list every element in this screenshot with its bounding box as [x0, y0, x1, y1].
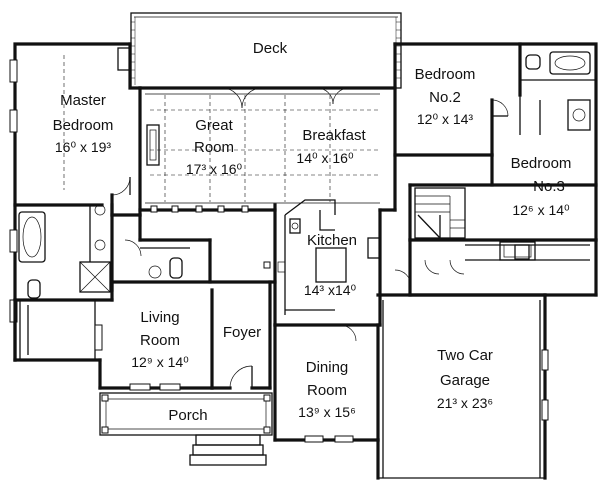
dining-room	[273, 323, 380, 443]
great-room-label-2: Room	[194, 139, 234, 156]
living-room-label-2: Room	[140, 332, 180, 349]
dining-room-label-2: Room	[307, 382, 347, 399]
living-room-dims: 12⁹ x 14⁰	[131, 354, 189, 370]
bedroom-2-dims: 12⁰ x 14³	[417, 111, 474, 127]
great-room	[138, 86, 397, 213]
great-room-dims: 17³ x 16⁰	[186, 161, 243, 177]
dining-room-dims: 13⁹ x 15⁶	[298, 404, 356, 420]
living-room	[94, 280, 214, 391]
porch-steps	[189, 434, 267, 466]
bedroom-2-label-2: No.2	[429, 89, 461, 106]
garage-label-2: Garage	[440, 372, 490, 389]
garage-dims: 21³ x 23⁶	[437, 395, 493, 411]
porch-label: Porch	[168, 407, 207, 424]
great-room-window-grid	[145, 93, 380, 204]
bedroom-2-label: Bedroom	[415, 66, 476, 83]
kitchen	[273, 199, 397, 327]
powder-room	[110, 213, 277, 284]
kitchen-dims: 14³ x14⁰	[304, 282, 357, 298]
kitchen-label: Kitchen	[307, 232, 357, 249]
breakfast-label: Breakfast	[302, 127, 366, 144]
porch	[99, 392, 273, 466]
garage	[376, 293, 549, 480]
foyer-label: Foyer	[223, 324, 261, 341]
bedroom-3-label: Bedroom	[511, 155, 572, 172]
master-bedroom-label: Master	[60, 92, 106, 109]
great-room-label: Great	[195, 117, 233, 134]
bedroom-3-dims: 12⁶ x 14⁰	[512, 202, 570, 218]
stairs	[414, 187, 466, 239]
master-bedroom-label-2: Bedroom	[53, 117, 114, 134]
master-bedroom-dims: 16⁰ x 19³	[55, 139, 112, 155]
garage-label: Two Car	[437, 347, 493, 364]
breakfast-dims: 14⁰ x 16⁰	[296, 150, 354, 166]
room-labels: Deck Master Bedroom 16⁰ x 19³ Great Room…	[53, 40, 572, 424]
dining-room-label: Dining	[306, 359, 349, 376]
bedroom-3	[408, 153, 598, 242]
laundry-hall	[394, 238, 598, 297]
deck-label: Deck	[253, 40, 288, 57]
living-room-label: Living	[140, 309, 179, 326]
bedroom-3-label-2: No.3	[533, 178, 565, 195]
foyer	[210, 280, 272, 390]
bath-2	[518, 42, 598, 242]
